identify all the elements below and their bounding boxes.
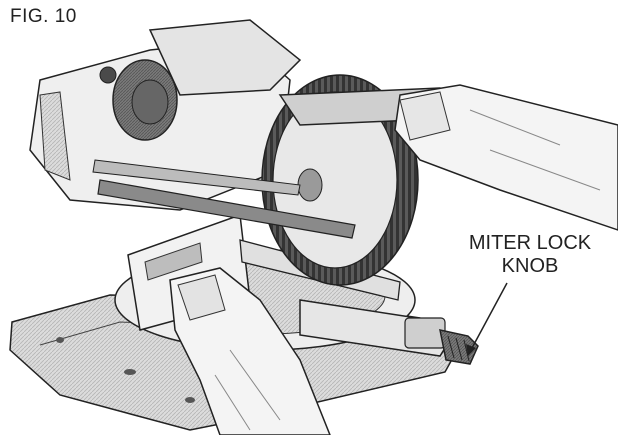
figure-label: FIG. 10 [10,6,77,27]
callout-arrowhead [466,344,476,356]
callout-line-2: KNOB [501,255,559,277]
left-arm [169,267,331,435]
miter-lock-knob-callout: MITER LOCK KNOB [455,232,605,278]
slide-rails [92,159,356,239]
callout-line-1: MITER LOCK [468,232,592,254]
blade-guard [148,19,302,96]
motor-cap [99,59,178,141]
right-arm [394,84,618,231]
callout-leader-line [471,282,508,349]
